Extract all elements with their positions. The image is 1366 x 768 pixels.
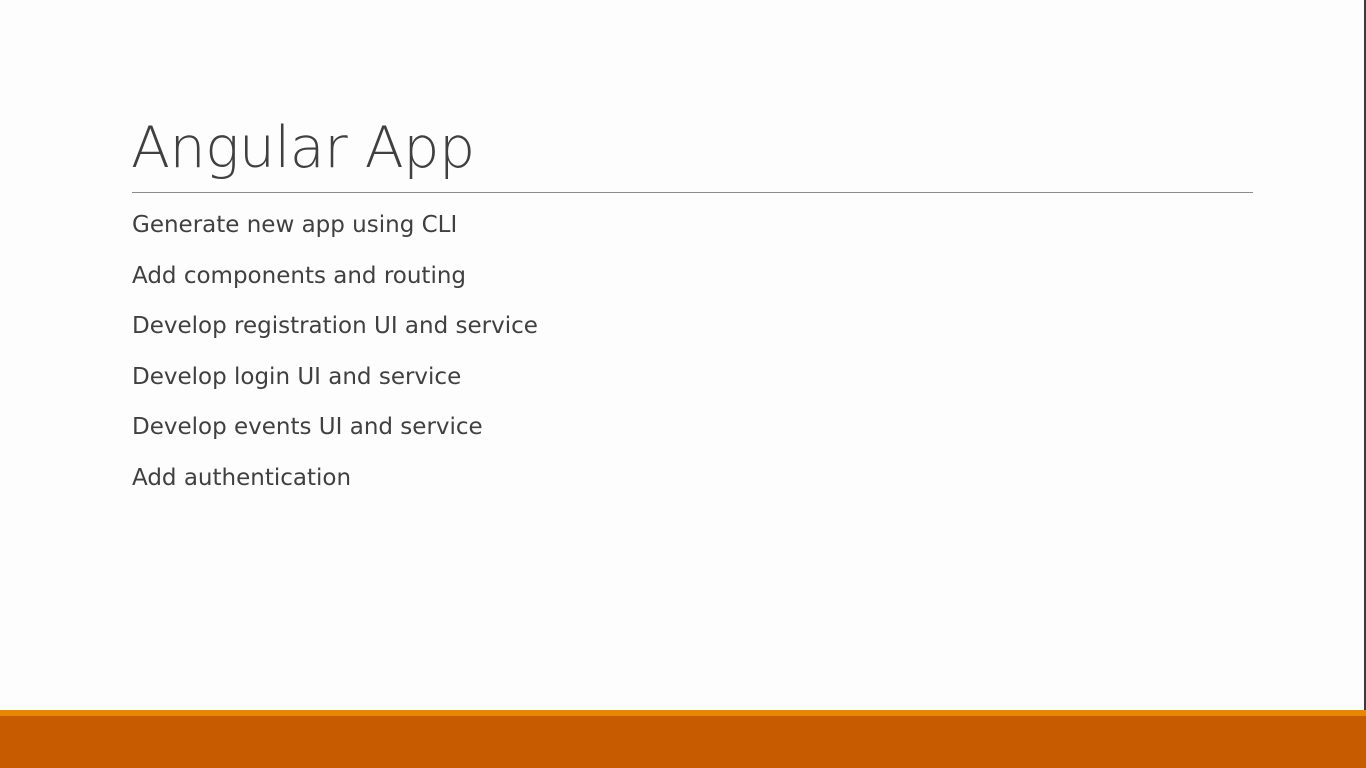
bullet-item: Develop login UI and service [132,363,462,390]
bullet-item: Develop events UI and service [132,414,483,440]
bullet-item: Add components and routing [132,262,467,289]
bullet-item: Generate new app using CLI [132,212,458,238]
bullet-item: Add authentication [132,464,352,491]
footer-bar [0,710,1366,768]
window-edge [1364,0,1366,712]
slide-title: Angular App [131,115,475,181]
bullet-item: Develop registration UI and service [132,313,538,339]
title-divider [132,192,1253,193]
bullet-list: Generate new app using CLI Add component… [132,208,538,511]
